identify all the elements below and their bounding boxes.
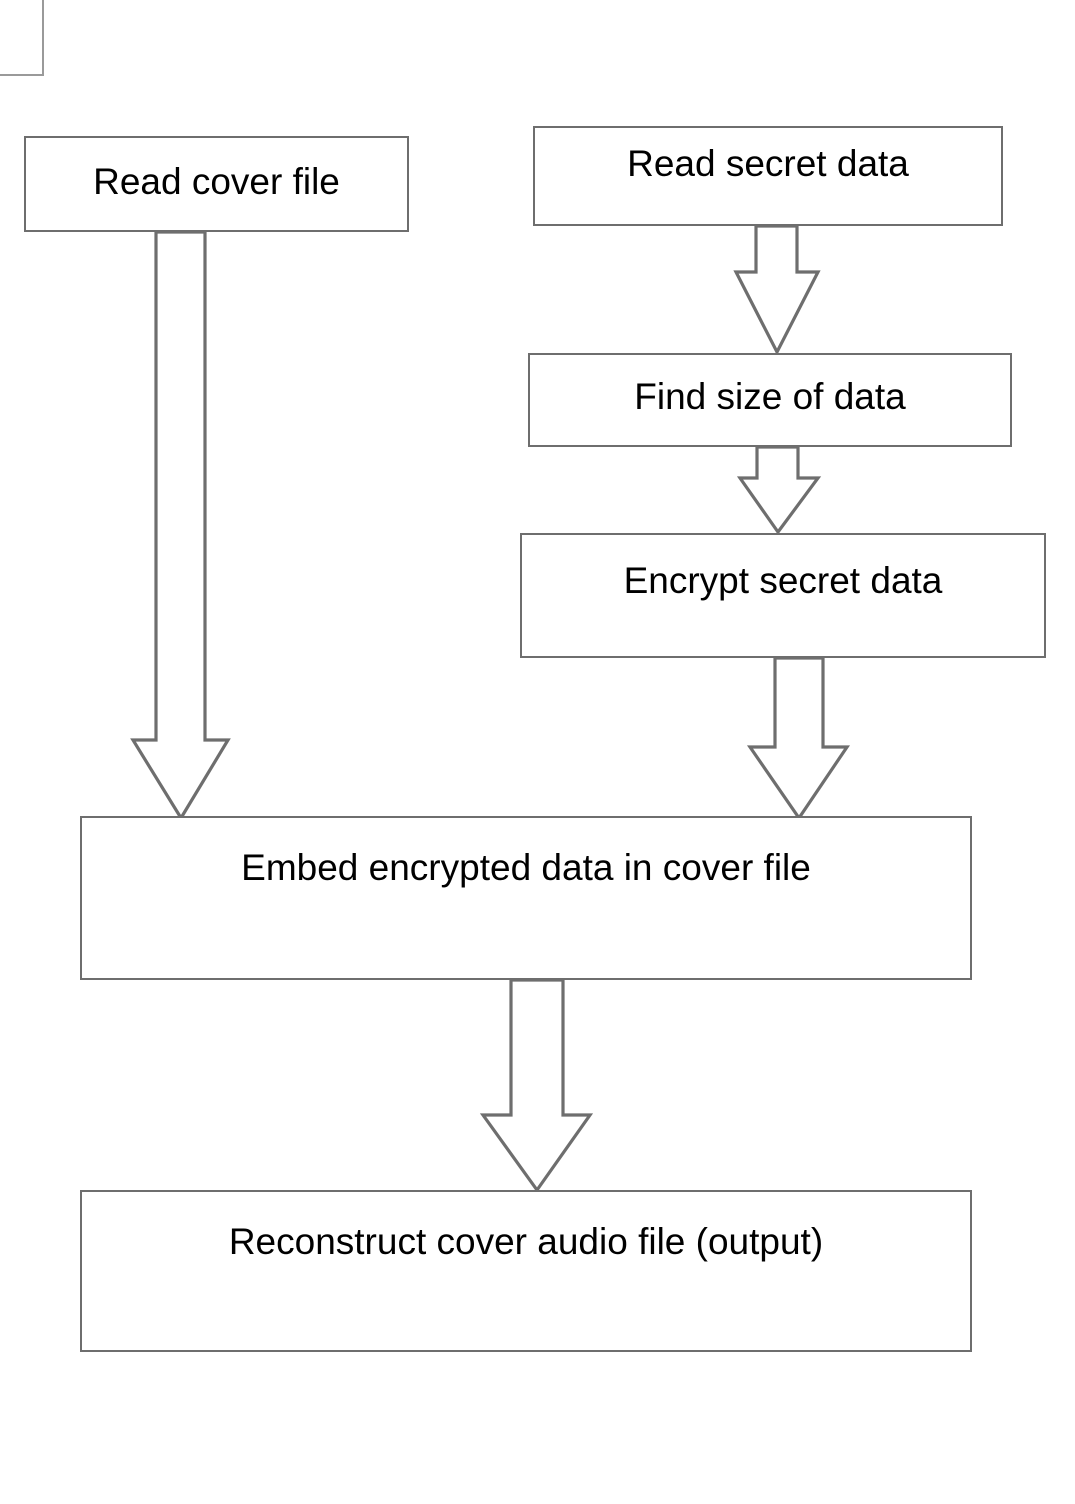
- node-read-secret-data[interactable]: Read secret data: [533, 126, 1003, 226]
- node-label-find-size-of-data: Find size of data: [634, 376, 906, 417]
- arrow-read-cover-file-to-embed: [130, 230, 231, 822]
- arrow-read-secret-data-to-find-size: [733, 224, 821, 356]
- node-find-size-of-data[interactable]: Find size of data: [528, 353, 1012, 447]
- arrow-find-size-to-encrypt: [736, 445, 822, 535]
- node-reconstruct-cover-audio-file[interactable]: Reconstruct cover audio file (output): [80, 1190, 972, 1352]
- node-embed-encrypted-data-in-cover-file[interactable]: Embed encrypted data in cover file: [80, 816, 972, 980]
- node-encrypt-secret-data[interactable]: Encrypt secret data: [520, 533, 1046, 658]
- node-label-embed-encrypted-data-in-cover-file: Embed encrypted data in cover file: [241, 847, 811, 888]
- node-label-encrypt-secret-data: Encrypt secret data: [623, 560, 943, 601]
- page-corner-mark: [0, 0, 44, 76]
- node-label-read-secret-data: Read secret data: [627, 143, 909, 184]
- node-label-read-cover-file: Read cover file: [93, 161, 340, 202]
- arrow-encrypt-to-embed: [746, 656, 851, 821]
- arrow-embed-to-reconstruct: [479, 978, 594, 1193]
- node-label-reconstruct-cover-audio-file: Reconstruct cover audio file (output): [228, 1221, 824, 1262]
- node-read-cover-file[interactable]: Read cover file: [24, 136, 409, 232]
